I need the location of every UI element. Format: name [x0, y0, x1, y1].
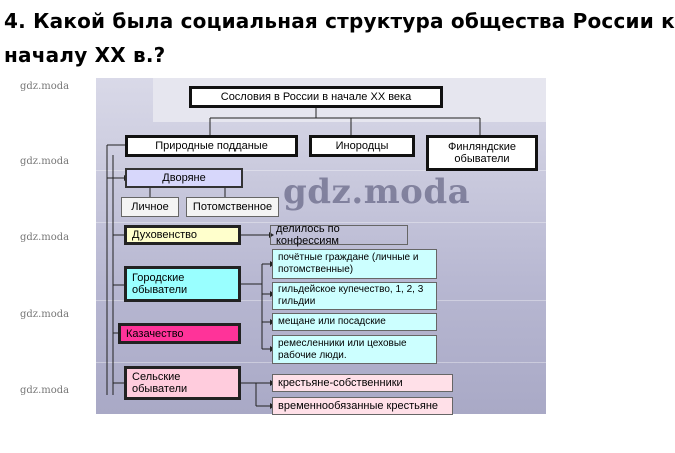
clergy-note-box: делилось по конфессиям [270, 223, 408, 247]
watermark-3: gdz.moda [20, 232, 70, 243]
rural-residents-box: Сельские обыватели [124, 366, 241, 400]
finnish-residents-box: Финляндские обыватели [426, 135, 538, 171]
watermark-5: gdz.moda [20, 385, 70, 396]
watermark-4: gdz.moda [20, 309, 70, 320]
watermark-1: gdz.moda [20, 81, 70, 92]
rural-item-owners: крестьяне-собственники [272, 374, 453, 392]
question-line-2: началу XX в.? [4, 43, 166, 67]
townspeople-item-artisans: ремесленники или цеховые рабочие люди. [272, 335, 437, 364]
nobility-hereditary-box: Потомственное [186, 197, 279, 217]
rural-item-temporarily-obliged: временнообязанные крестьяне [272, 397, 453, 415]
big-watermark: gdz.moda [283, 172, 471, 212]
root-box: Сословия в России в начале XX века [189, 86, 443, 108]
townspeople-item-honorary: почётные граждане (личные и потомственны… [272, 249, 437, 279]
question-title: 4. Какой была социальная структура общес… [4, 4, 675, 72]
nobility-box: Дворяне [125, 168, 243, 188]
bg-stripe [96, 170, 546, 171]
natural-subjects-box: Природные подданые [125, 135, 298, 157]
townspeople-item-merchants: гильдейское купечество, 1, 2, 3 гильдии [272, 282, 437, 310]
clergy-box: Духовенство [124, 225, 241, 245]
watermark-2: gdz.moda [20, 156, 70, 167]
townspeople-item-burghers: мещане или посадские [272, 313, 437, 331]
foreigners-box: Инородцы [309, 135, 415, 157]
cossacks-box: Казачество [118, 323, 241, 344]
bg-stripe [96, 222, 546, 223]
nobility-personal-box: Личное [121, 197, 179, 217]
townspeople-box: Городские обыватели [124, 266, 241, 302]
question-line-1: 4. Какой была социальная структура общес… [4, 9, 675, 33]
